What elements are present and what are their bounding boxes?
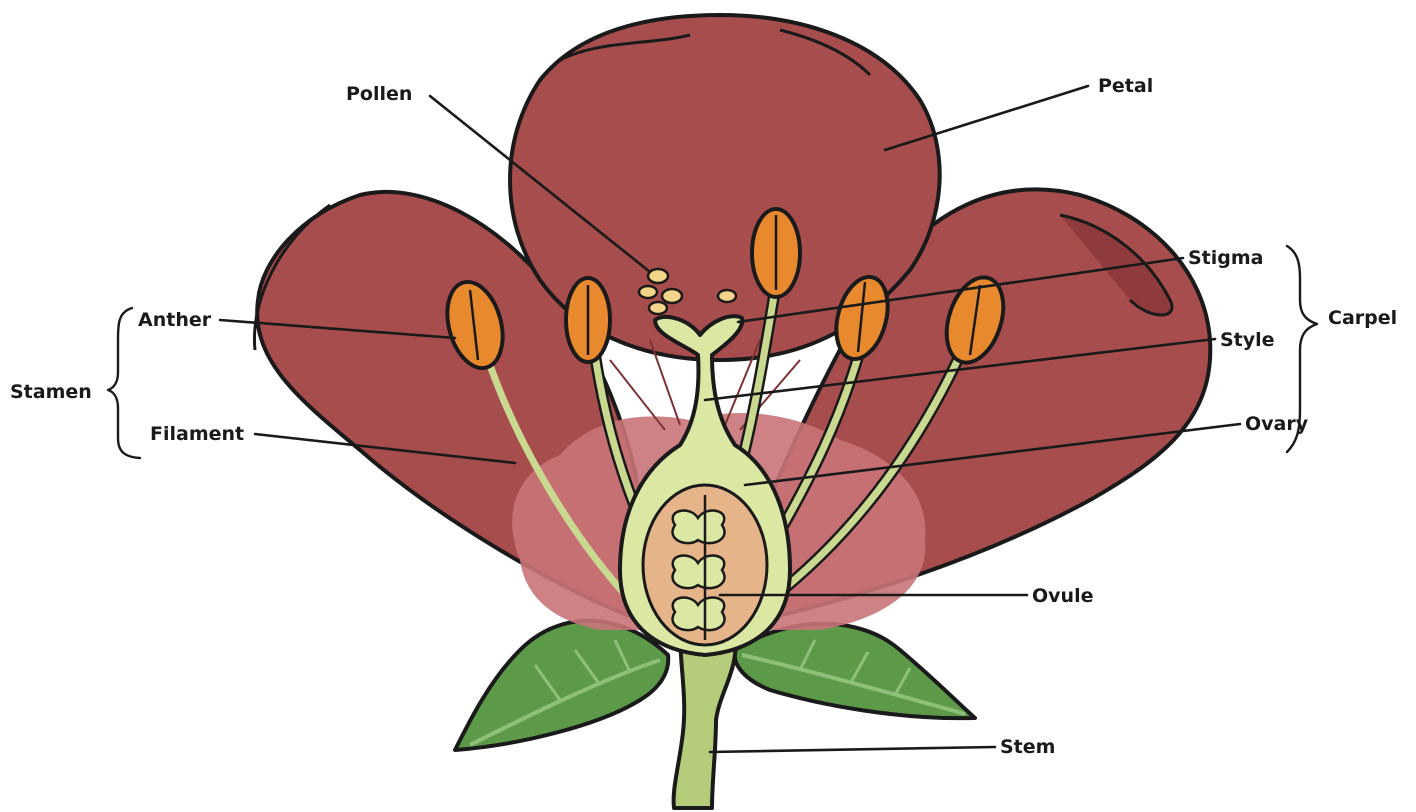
label-stigma: Stigma [1188,247,1264,269]
stem-leader [710,747,995,752]
anther-3 [752,209,800,297]
right-leaf [735,624,975,718]
label-pollen: Pollen [346,83,412,105]
label-stamen: Stamen [10,381,92,403]
anther-2 [566,278,610,362]
label-carpel: Carpel [1328,307,1397,329]
stamen-brace [108,308,140,458]
ovules [673,511,725,631]
label-anther: Anther [138,309,212,331]
label-ovary: Ovary [1245,413,1309,435]
label-stem: Stem [1000,736,1055,758]
left-leaf [455,621,668,750]
label-filament: Filament [150,423,244,445]
label-style: Style [1220,329,1275,351]
label-petal: Petal [1098,75,1153,97]
label-ovule: Ovule [1032,585,1093,607]
